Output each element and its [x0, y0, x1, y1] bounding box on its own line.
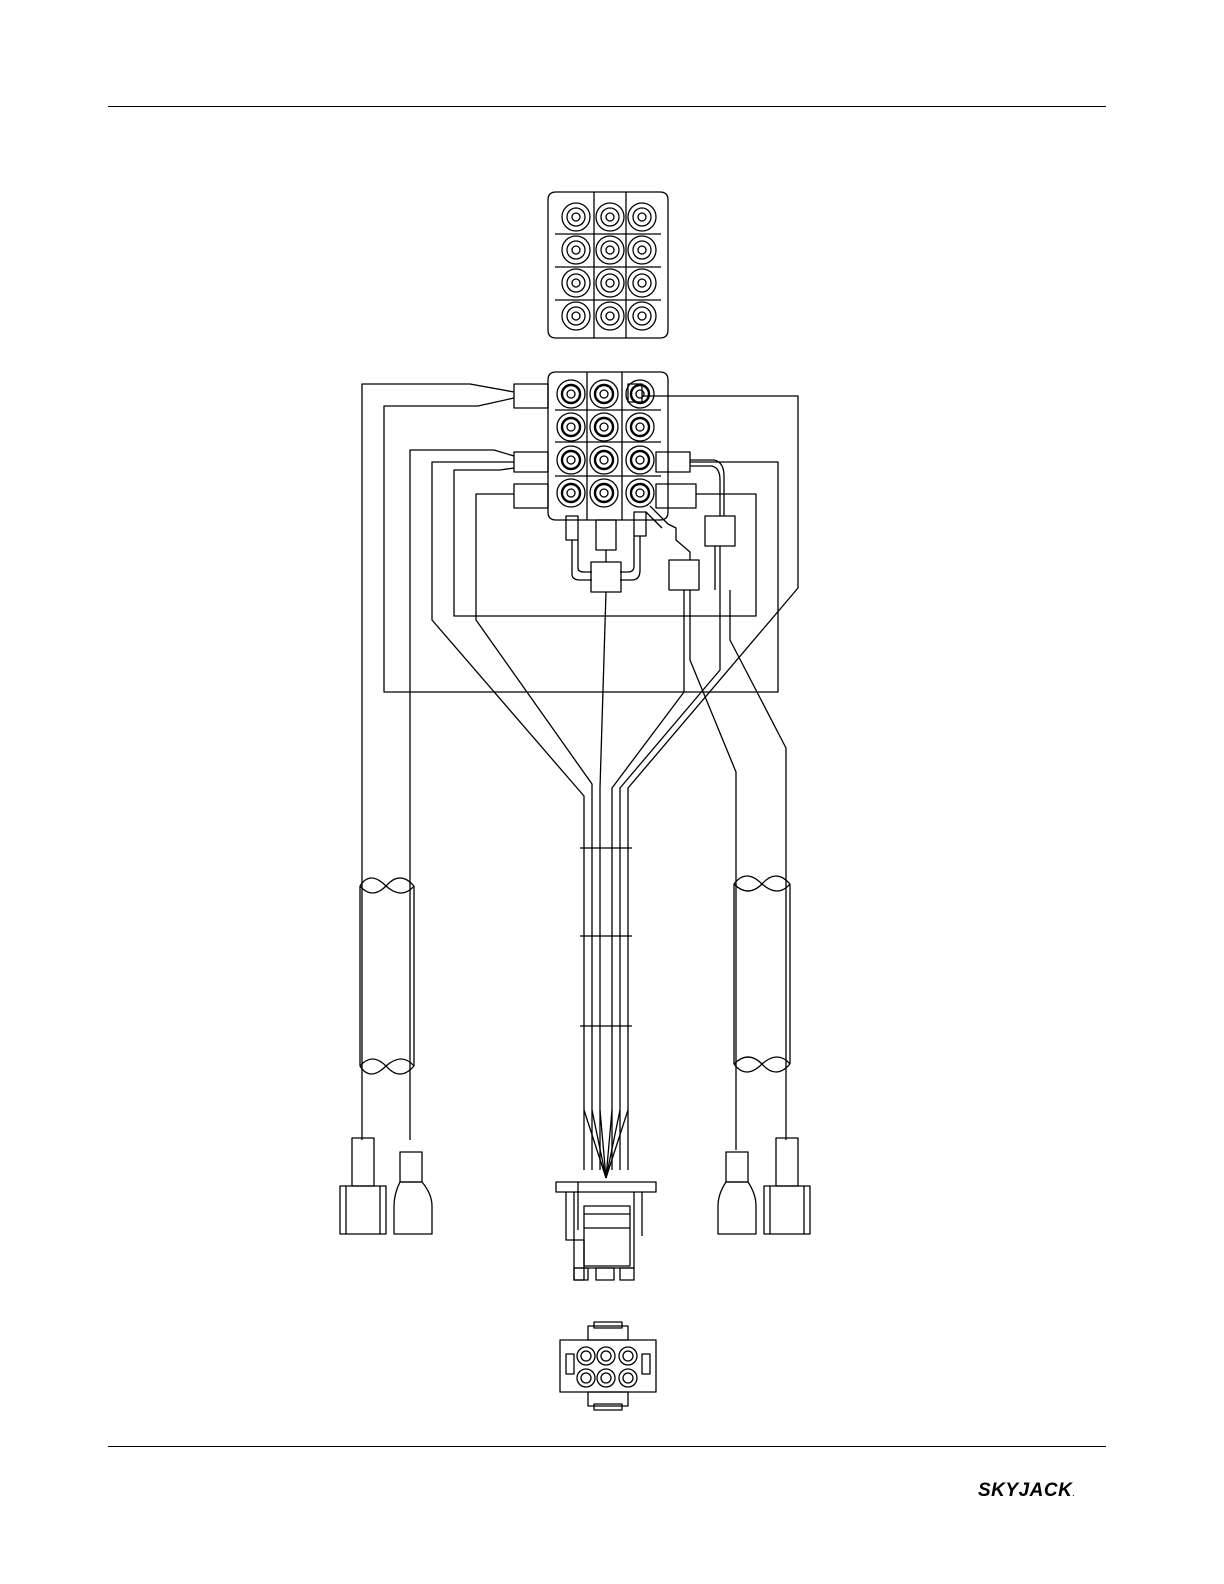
- screw-terminal: [633, 307, 651, 325]
- screw-terminal: [600, 423, 608, 431]
- screw-terminal: [567, 456, 575, 464]
- screw-terminal: [567, 390, 575, 398]
- screw-terminal: [628, 236, 656, 264]
- screw-terminal: [562, 418, 580, 436]
- screw-terminal: [562, 385, 580, 403]
- screw-terminal: [600, 456, 608, 464]
- screw-terminal: [562, 302, 590, 330]
- screw-terminal: [596, 203, 624, 231]
- screw-terminal: [628, 203, 656, 231]
- harness-plug-side-view: [556, 1182, 656, 1280]
- screw-terminal: [567, 489, 575, 497]
- screw-terminal: [562, 451, 580, 469]
- screw-terminal: [636, 489, 644, 497]
- screw-terminal: [601, 307, 619, 325]
- left-conduit: [360, 878, 414, 1074]
- screw-terminal: [596, 236, 624, 264]
- terminal-block-top: [548, 192, 668, 338]
- screw-terminal: [638, 246, 646, 254]
- screw-terminal: [601, 274, 619, 292]
- terminal-block-wired: [514, 372, 735, 592]
- screw-terminal: [572, 213, 580, 221]
- screw-terminal: [567, 208, 585, 226]
- screw-terminal: [567, 423, 575, 431]
- screw-terminal: [600, 489, 608, 497]
- screw-terminal: [638, 279, 646, 287]
- screw-terminal: [601, 241, 619, 259]
- screw-terminal: [633, 208, 651, 226]
- screw-terminal: [638, 312, 646, 320]
- screw-terminal: [628, 302, 656, 330]
- screw-terminal: [567, 274, 585, 292]
- right-conduit: [734, 876, 790, 1072]
- skyjack-logo: SKYJACK.: [978, 1480, 1075, 1502]
- harness-plug-face-view: [560, 1322, 656, 1410]
- screw-terminal: [606, 279, 614, 287]
- screw-terminal: [631, 418, 649, 436]
- screw-terminal: [562, 203, 590, 231]
- screw-terminal: [636, 423, 644, 431]
- screw-terminal: [595, 385, 613, 403]
- screw-terminal: [606, 246, 614, 254]
- screw-terminal: [595, 418, 613, 436]
- screw-terminal: [633, 241, 651, 259]
- screw-terminal: [572, 246, 580, 254]
- screw-terminal: [595, 451, 613, 469]
- screw-terminal: [631, 484, 649, 502]
- screw-terminal: [596, 302, 624, 330]
- screw-terminal: [572, 312, 580, 320]
- screw-terminal: [631, 385, 649, 403]
- screw-terminal: [633, 274, 651, 292]
- screw-terminal: [638, 213, 646, 221]
- screw-terminal: [628, 269, 656, 297]
- screw-terminal: [572, 279, 580, 287]
- screw-terminal: [596, 269, 624, 297]
- screw-terminal: [606, 213, 614, 221]
- screw-terminal: [601, 208, 619, 226]
- screw-terminal: [562, 269, 590, 297]
- screw-terminal: [606, 312, 614, 320]
- screw-terminal: [600, 390, 608, 398]
- screw-terminal: [636, 456, 644, 464]
- left-terminal-connectors: [340, 1138, 432, 1234]
- screw-terminal: [562, 236, 590, 264]
- screw-terminal: [567, 241, 585, 259]
- screw-terminal: [567, 307, 585, 325]
- screw-terminal: [595, 484, 613, 502]
- right-terminal-connectors: [718, 1138, 810, 1234]
- screw-terminal: [636, 390, 644, 398]
- screw-terminal: [562, 484, 580, 502]
- screw-terminal: [631, 451, 649, 469]
